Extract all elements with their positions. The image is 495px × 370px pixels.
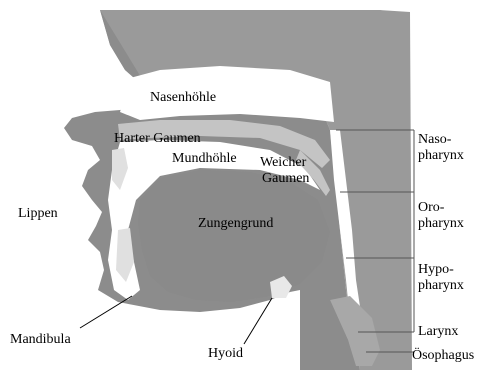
- label-nasenhoehle: Nasenhöhle: [150, 90, 216, 105]
- label-larynx: Larynx: [418, 324, 458, 339]
- label-lippen: Lippen: [18, 206, 58, 221]
- label-mandibula: Mandibula: [10, 332, 71, 347]
- label-harter-gaumen: Harter Gaumen: [114, 131, 201, 146]
- tongue: [138, 170, 330, 302]
- label-oesophagus: Ösophagus: [412, 348, 474, 363]
- mandibula-leader: [80, 296, 132, 328]
- label-nasopharynx-2: pharynx: [418, 148, 464, 163]
- label-gaumen: Gaumen: [262, 171, 309, 186]
- label-oropharynx-1: Oro-: [418, 200, 444, 215]
- label-hypopharynx-2: pharynx: [418, 278, 464, 293]
- label-mundhoehle: Mundhöhle: [172, 151, 237, 166]
- label-oropharynx-2: pharynx: [418, 216, 464, 231]
- label-nasopharynx-1: Naso-: [418, 132, 451, 147]
- label-weicher: Weicher: [260, 155, 306, 170]
- label-zungengrund: Zungengrund: [198, 216, 273, 231]
- label-hyoid: Hyoid: [208, 346, 243, 361]
- label-hypopharynx-1: Hypo-: [418, 262, 454, 277]
